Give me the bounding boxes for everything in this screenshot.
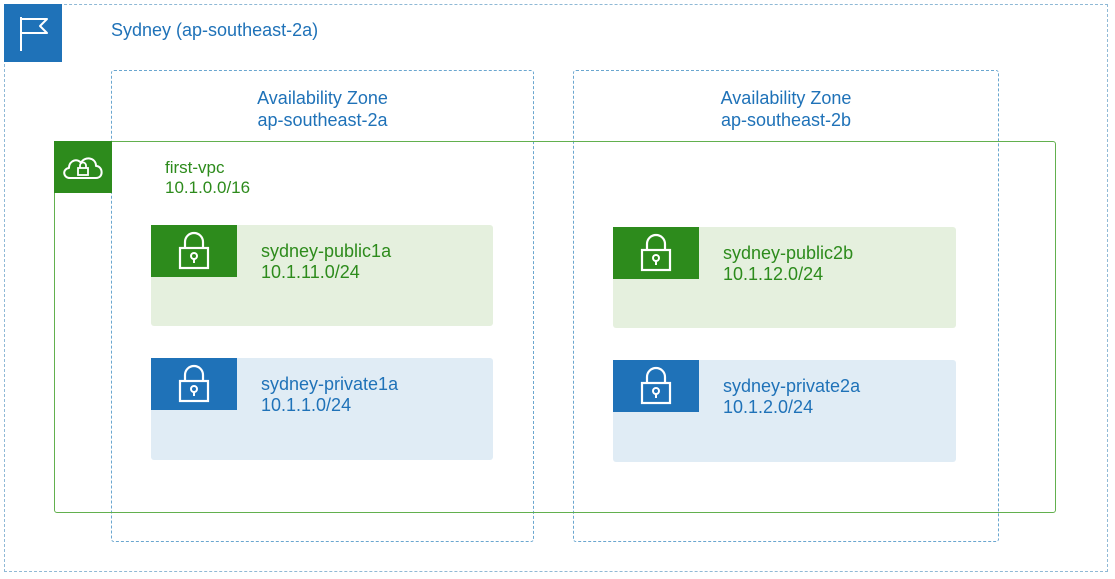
flag-icon [20,17,48,51]
vpc-cidr: 10.1.0.0/16 [165,178,251,197]
region-badge [4,4,62,62]
region-boundary [4,4,1108,572]
vpc-boundary [54,141,1056,513]
subnet-private2a: sydney-private2a 10.1.2.0/24 [613,360,956,462]
padlock-icon [640,366,672,405]
availability-zone-a: Availability Zone ap-southeast-2a [111,70,534,542]
padlock-icon [178,231,210,270]
subnet-cidr: 10.1.1.0/24 [261,395,352,415]
availability-zone-b: Availability Zone ap-southeast-2b [573,70,999,542]
subnet-name: sydney-private2a [723,376,861,396]
cloud-lock-icon [63,157,103,179]
subnet-badge [613,360,699,412]
az-id: ap-southeast-2a [257,110,388,130]
subnet-badge [151,225,237,277]
subnet-badge [151,358,237,410]
padlock-icon [178,364,210,403]
vpc-name: first-vpc [165,158,225,177]
subnet-name: sydney-private1a [261,374,399,394]
vpc-badge [54,141,112,193]
subnet-public2b: sydney-public2b 10.1.12.0/24 [613,227,956,328]
subnet-private1a: sydney-private1a 10.1.1.0/24 [151,358,493,460]
padlock-icon [640,233,672,272]
az-id: ap-southeast-2b [720,110,852,130]
subnet-badge [613,227,699,279]
subnet-cidr: 10.1.12.0/24 [723,264,824,284]
az-heading: Availability Zone [257,88,388,108]
region-title: Sydney (ap-southeast-2a) [111,20,319,40]
subnet-name: sydney-public1a [261,241,392,261]
subnet-cidr: 10.1.2.0/24 [723,397,814,417]
az-heading: Availability Zone [720,88,852,108]
subnet-name: sydney-public2b [723,243,854,263]
subnet-cidr: 10.1.11.0/24 [261,262,360,282]
subnet-public1a: sydney-public1a 10.1.11.0/24 [151,225,493,326]
